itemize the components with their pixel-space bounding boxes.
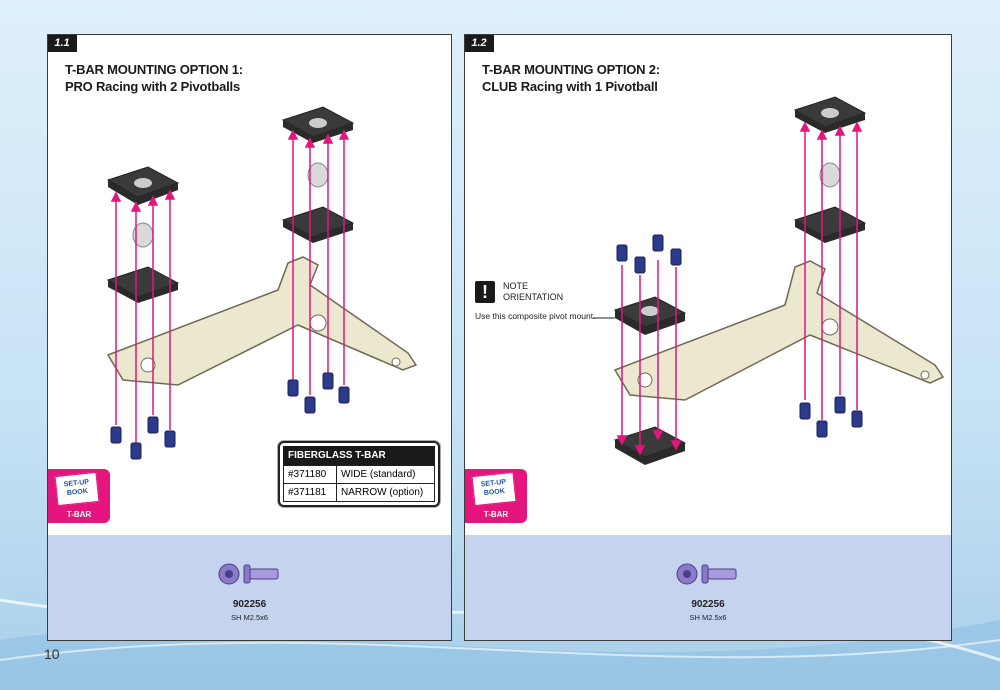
screw-icon [218, 563, 278, 585]
setup-book-icon: SET-UP BOOK [471, 471, 517, 507]
part-number: #371180 [284, 466, 337, 483]
tbar-plate [613, 260, 945, 401]
exclamation-icon: ! [475, 281, 495, 303]
title-line-2: PRO Racing with 2 Pivotballs [65, 79, 240, 94]
parts-band: 902256 SH M2.5x6 [465, 535, 951, 640]
part-code: 902256 [232, 599, 267, 610]
title-line-1: T-BAR MOUNTING OPTION 2: [482, 62, 660, 77]
setup-book-icon: SET-UP BOOK [54, 471, 100, 507]
part-desc: WIDE (standard) [341, 469, 416, 480]
table-header: FIBERGLASS T-BAR [283, 446, 435, 465]
note-title: NOTE ORIENTATION [503, 281, 564, 302]
table-row: #371181 NARROW (option) [283, 484, 435, 502]
panel-title: T-BAR MOUNTING OPTION 1: PRO Racing with… [65, 61, 243, 95]
note-text: Use this composite pivot mount. [475, 311, 596, 321]
part-desc: SH M2.5x6 [689, 613, 727, 622]
badge-label: T-BAR [66, 510, 92, 519]
step-number: 1.1 [48, 35, 77, 52]
screw-icon [676, 563, 737, 585]
part-desc: NARROW (option) [341, 487, 424, 498]
fiberglass-tbar-table: FIBERGLASS T-BAR #371180 WIDE (standard)… [278, 441, 440, 507]
page-number: 10 [44, 646, 60, 662]
title-line-2: CLUB Racing with 1 Pivotball [482, 79, 658, 94]
parts-band: 902256 SH M2.5x6 [48, 535, 451, 640]
title-line-1: T-BAR MOUNTING OPTION 1: [65, 62, 243, 77]
part-desc: SH M2.5x6 [230, 613, 269, 622]
badge-label: T-BAR [483, 510, 509, 519]
assembly-diagram-1 [106, 106, 418, 460]
panel-title: T-BAR MOUNTING OPTION 2: CLUB Racing wit… [482, 61, 660, 95]
panel-option-2: 1.2 T-BAR MOUNTING OPTION 2: CLUB Racing… [464, 34, 952, 641]
part-number: #371181 [284, 484, 337, 501]
tbar-plate [106, 256, 418, 386]
assembly-diagram-2 [593, 96, 945, 465]
part-code: 902256 [691, 599, 725, 610]
table-row: #371180 WIDE (standard) [283, 465, 435, 484]
panel-option-1: 1.1 T-BAR MOUNTING OPTION 1: PRO Racing … [47, 34, 452, 641]
step-number: 1.2 [465, 35, 494, 52]
setup-book-badge: SET-UP BOOK T-BAR [48, 469, 110, 523]
setup-book-badge: SET-UP BOOK T-BAR [465, 469, 527, 523]
